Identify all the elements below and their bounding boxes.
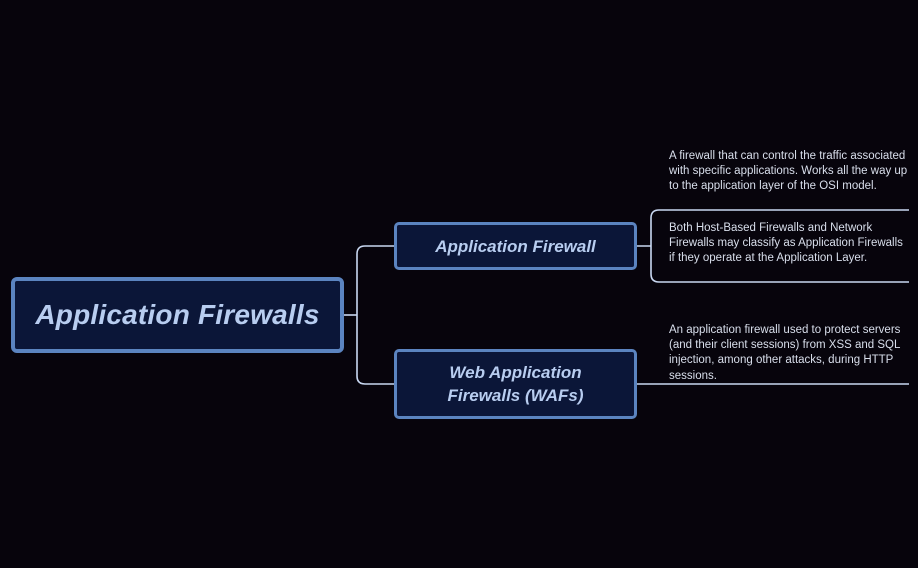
branch-node-web-application-firewalls[interactable]: Web Application Firewalls (WAFs) [394, 349, 637, 419]
note-host-and-network-firewalls[interactable]: Both Host-Based Firewalls and Network Fi… [669, 222, 903, 265]
note-waf-definition[interactable]: An application firewall used to protect … [669, 324, 901, 382]
root-topic-label: Application Firewalls [35, 299, 320, 330]
connector-trunk-to-app-firewall [356, 245, 394, 385]
branch-label-application-firewall: Application Firewall [435, 236, 596, 256]
branch-label-web-application-firewalls: Web Application Firewalls (WAFs) [447, 363, 584, 405]
root-topic-node[interactable]: Application Firewalls [11, 277, 344, 353]
note-application-firewall-definition[interactable]: A firewall that can control the traffic … [669, 150, 908, 193]
branch-node-application-firewall[interactable]: Application Firewall [394, 222, 637, 270]
